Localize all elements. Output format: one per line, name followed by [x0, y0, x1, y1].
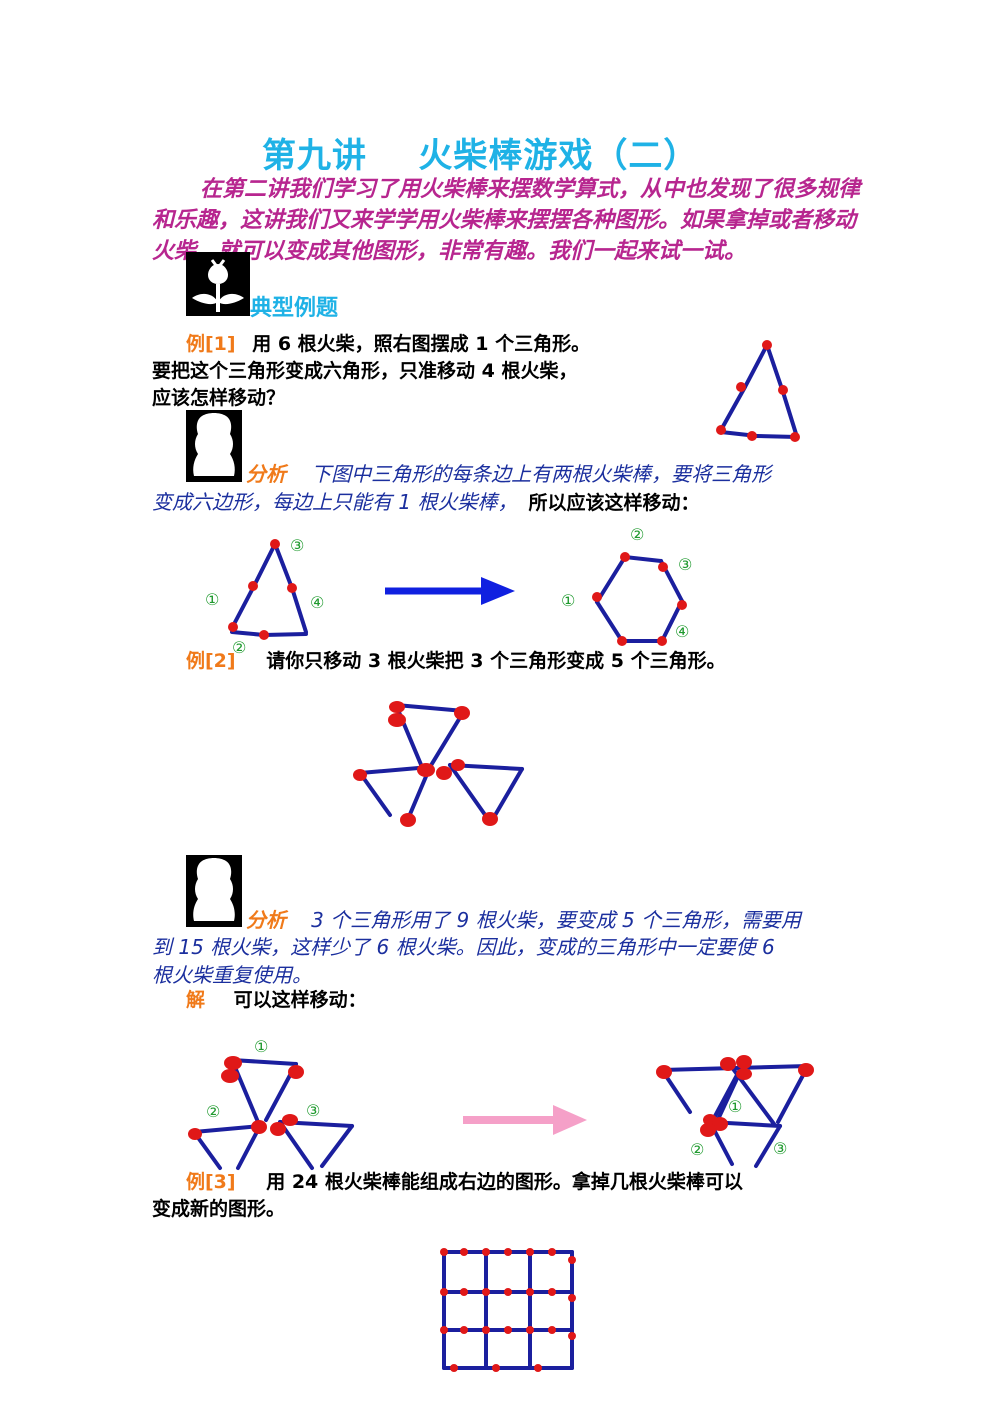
analysis2-line1-wrap: 分析 3 个三角形用了 9 根火柴，要变成 5 个三角形，需要用 — [246, 904, 801, 935]
marker-4-b: ④ — [675, 622, 690, 641]
analysis1-line2-wrap: 变成六边形，每边上只能有 1 根火柴棒， 所以应该这样移动： — [152, 488, 700, 517]
analysis2-text2: 到 15 根火柴，这样少了 6 根火柴。因此，变成的三角形中一定要使 6 — [152, 935, 775, 959]
doll-icon — [186, 410, 242, 482]
example3-label: 例[3] — [186, 1171, 236, 1193]
arrow-blue — [385, 577, 515, 605]
solution-label: 解 — [186, 989, 206, 1011]
example1-line2: 要把这个三角形变成六角形，只准移动 4 根火柴， — [152, 360, 578, 382]
analysis1-text2: 变成六边形，每边上只能有 1 根火柴棒， — [152, 490, 518, 514]
solution-line: 解 可以这样移动： — [186, 987, 367, 1013]
arrow-pink — [463, 1105, 587, 1135]
analysis2-text1: 3 个三角形用了 9 根火柴，要变成 5 个三角形，需要用 — [311, 908, 802, 932]
marker-3-c: ③ — [306, 1101, 321, 1120]
marker-3-b: ③ — [678, 555, 693, 574]
marker-3-a: ③ — [290, 536, 305, 555]
marker-1-c: ① — [254, 1037, 269, 1056]
example2-label: 例[2] — [186, 650, 236, 672]
intro-paragraph: 在第二讲我们学习了用火柴棒来摆数学算式，从中也发现了很多规律和乐趣，这讲我们又来… — [152, 177, 861, 264]
analysis2-label: 分析 — [246, 908, 286, 932]
marker-1-a: ① — [205, 590, 220, 609]
marker-1-d: ① — [728, 1097, 743, 1116]
grid-figure — [440, 1248, 576, 1372]
analysis1-line1-wrap: 分析 下图中三角形的每条边上有两根火柴棒，要将三角形 — [246, 458, 771, 489]
three-triangles-figure — [353, 701, 524, 827]
example1-label: 例[1] — [186, 333, 236, 355]
triangle-before-figure — [228, 539, 308, 640]
example3-line1-wrap: 例[3] 用 24 根火柴棒能组成右边的图形。拿掉几根火柴棒可以 — [186, 1169, 743, 1195]
section-heading: 典型例题 — [250, 296, 339, 321]
hexagon-figure — [592, 552, 687, 646]
marker-4-a: ④ — [310, 593, 325, 612]
example3-text1: 用 24 根火柴棒能组成右边的图形。拿掉几根火柴棒可以 — [266, 1171, 743, 1193]
solution-text: 可以这样移动： — [233, 989, 367, 1011]
example1-line1: 例[1] 用 6 根火柴，照右图摆成 1 个三角形。 — [186, 331, 590, 357]
solution-after-figure — [656, 1055, 814, 1168]
example2-line: 例[2] 请你只移动 3 根火柴把 3 个三角形变成 5 个三角形。 — [186, 648, 726, 674]
analysis1-tail: 所以应该这样移动： — [528, 492, 700, 514]
example1-line3: 应该怎样移动？ — [152, 387, 286, 409]
analysis1-text1: 下图中三角形的每条边上有两根火柴棒，要将三角形 — [311, 462, 772, 486]
analysis2-text3: 根火柴重复使用。 — [152, 963, 312, 987]
example3-line2: 变成新的图形。 — [152, 1198, 286, 1220]
marker-2-a: ② — [232, 638, 247, 657]
marker-2-b: ② — [630, 525, 645, 544]
triangle-figure — [716, 340, 800, 442]
marker-2-d: ② — [690, 1140, 705, 1159]
flower-icon — [186, 252, 250, 316]
example2-text: 请你只移动 3 根火柴把 3 个三角形变成 5 个三角形。 — [266, 650, 726, 672]
analysis1-label: 分析 — [246, 462, 286, 486]
marker-3-d: ③ — [773, 1139, 788, 1158]
marker-1-b: ① — [561, 591, 576, 610]
page-title: 第九讲 火柴棒游戏（二） — [262, 136, 699, 176]
solution-before-figure — [188, 1056, 354, 1170]
marker-2-c: ② — [206, 1102, 221, 1121]
doll-icon-2 — [186, 855, 242, 927]
example1-text1: 用 6 根火柴，照右图摆成 1 个三角形。 — [252, 333, 591, 355]
